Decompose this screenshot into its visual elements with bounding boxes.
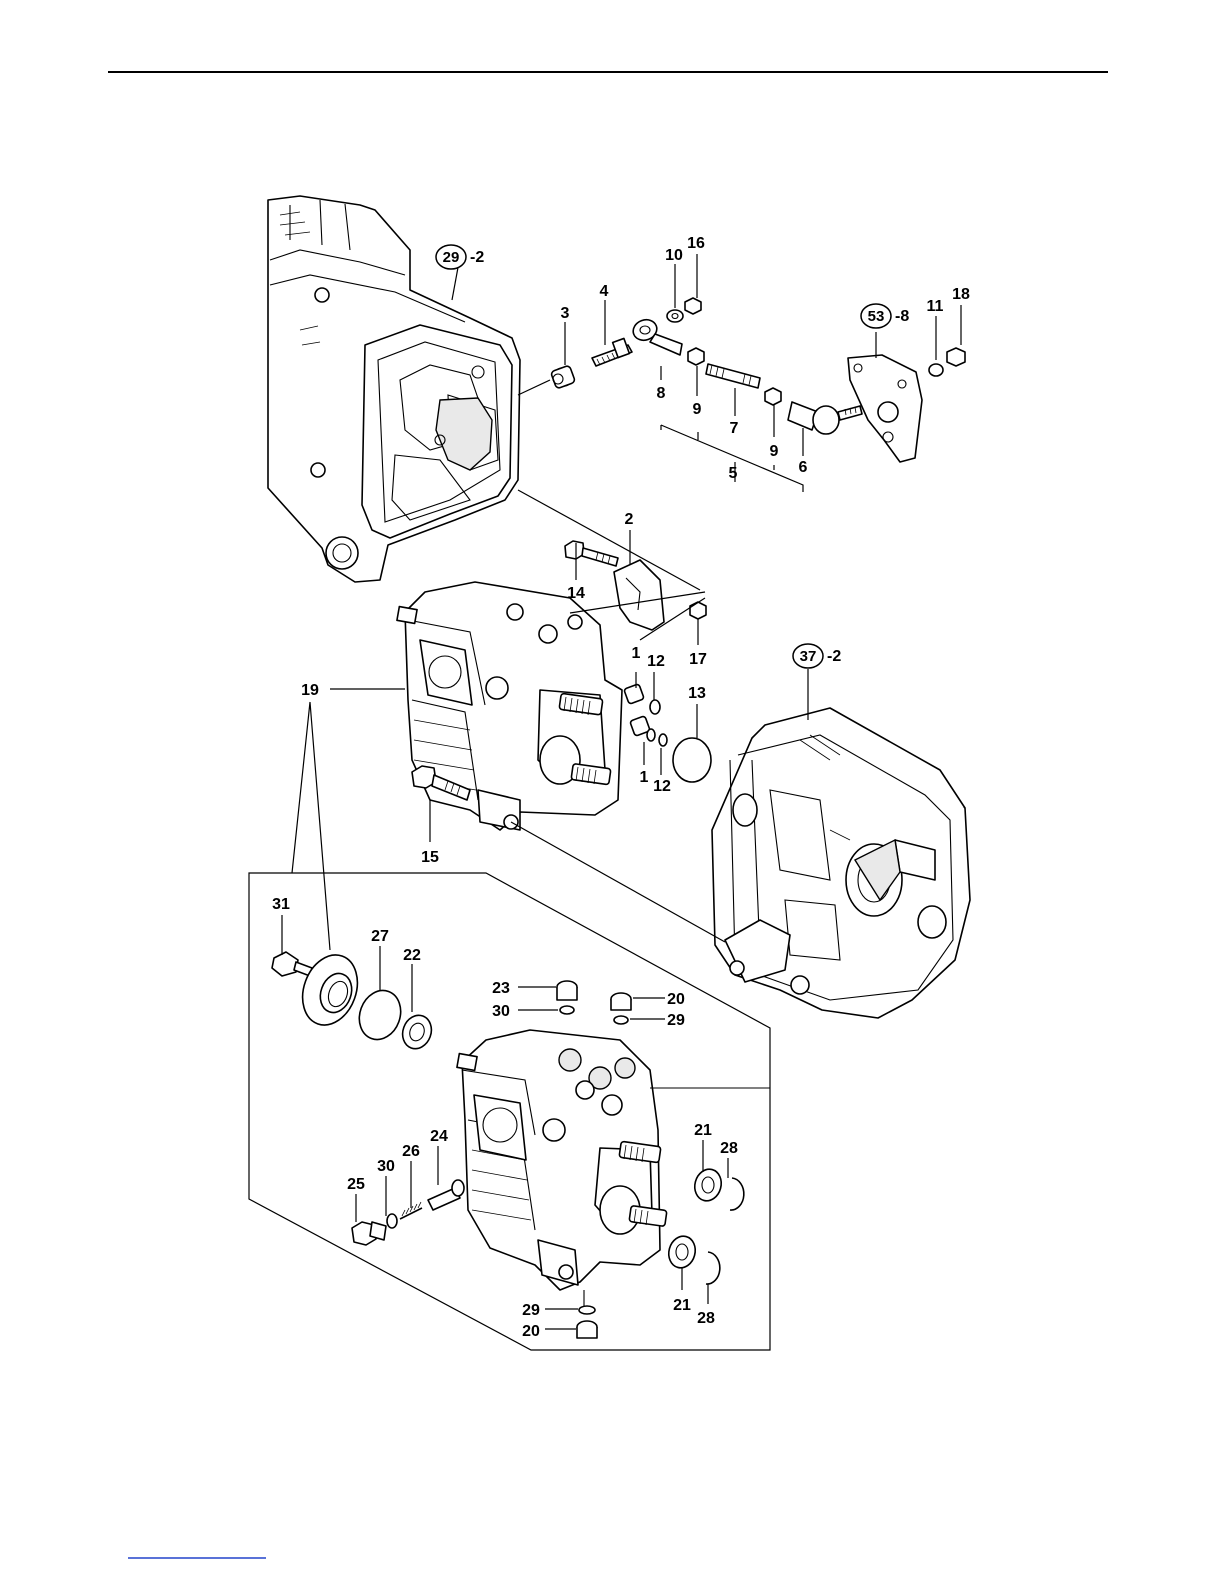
- callout-2: 2: [625, 511, 634, 528]
- detail-top-plugs: [557, 981, 631, 1024]
- callout-6: 6: [799, 459, 808, 476]
- callout-1: 1: [640, 769, 649, 786]
- detail-bearings: [665, 1166, 744, 1284]
- hst-unit-upper: [397, 582, 622, 830]
- detail-relief-valve: [352, 1180, 464, 1245]
- callout-25: 25: [347, 1176, 365, 1193]
- callout-21: 21: [694, 1122, 712, 1139]
- callout-27: 27: [371, 928, 389, 945]
- collars-orings: [624, 684, 667, 746]
- callout-19: 19: [301, 682, 319, 699]
- callout-13: 13: [688, 685, 706, 702]
- callout-7: 7: [730, 420, 739, 437]
- hst-unit-detail: [457, 1030, 770, 1306]
- callout-10: 10: [665, 247, 683, 264]
- shift-linkage: [551, 298, 862, 434]
- callout-30: 30: [492, 1003, 510, 1020]
- callout-14: 14: [567, 585, 585, 602]
- callout-20: 20: [667, 991, 685, 1008]
- callout-29: 29: [667, 1012, 685, 1029]
- reference-29: 29 -2: [436, 245, 484, 269]
- reference-37-number: 37: [800, 648, 817, 665]
- callout-11: 11: [927, 298, 944, 315]
- callout-31: 31: [272, 896, 290, 913]
- callout-18: 18: [952, 286, 970, 303]
- callout-19-leader: [292, 689, 405, 950]
- callout-24: 24: [430, 1128, 448, 1145]
- callout-28: 28: [697, 1310, 715, 1327]
- callout-23: 23: [492, 980, 510, 997]
- reference-53-suffix: -8: [895, 308, 909, 325]
- callout-9: 9: [693, 401, 702, 418]
- callout-22: 22: [403, 947, 421, 964]
- callout-9: 9: [770, 443, 779, 460]
- reference-29-number: 29: [443, 249, 460, 266]
- callout-20: 20: [522, 1323, 540, 1340]
- callout-5: 5: [729, 465, 738, 482]
- reference-29-suffix: -2: [470, 249, 484, 266]
- callout-1: 1: [632, 645, 641, 662]
- reference-37-suffix: -2: [827, 648, 841, 665]
- reference-37: 37 -2: [793, 644, 841, 668]
- callout-30: 30: [377, 1158, 395, 1175]
- callout-12: 12: [647, 653, 665, 670]
- callout-28: 28: [720, 1140, 738, 1157]
- reference-53: 53 -8: [861, 304, 909, 328]
- callout-17: 17: [689, 651, 707, 668]
- callout-21: 21: [673, 1297, 691, 1314]
- callout-16: 16: [687, 235, 705, 252]
- hst-case: [712, 708, 970, 1018]
- callout-8: 8: [657, 385, 666, 402]
- detail-bottom-plug: [577, 1306, 597, 1338]
- callout-3: 3: [561, 305, 570, 322]
- callout-29: 29: [522, 1302, 540, 1319]
- callout-15: 15: [421, 849, 439, 866]
- reference-53-number: 53: [868, 308, 885, 325]
- callout-26: 26: [402, 1143, 420, 1160]
- shift-bracket: [848, 348, 965, 462]
- callout-4: 4: [600, 283, 609, 300]
- callout-12: 12: [653, 778, 671, 795]
- oring-13: [673, 738, 711, 782]
